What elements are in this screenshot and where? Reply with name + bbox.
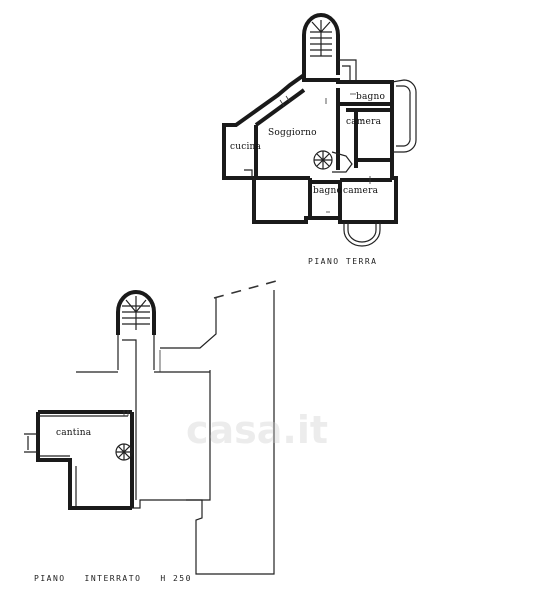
stair-tower-basement bbox=[116, 290, 156, 335]
room-label-cantina: cantina bbox=[56, 428, 92, 438]
room-label-bagno-top: bagno bbox=[356, 92, 386, 102]
caption-basement: PIANO INTERRATO H 250 bbox=[34, 574, 192, 583]
property-boundary bbox=[213, 279, 281, 299]
ground-floor-plan bbox=[222, 13, 417, 247]
room-label-camera-bottom: camera bbox=[343, 186, 379, 196]
caption-ground-floor: PIANO TERRA bbox=[308, 257, 378, 266]
ground-floor-outline bbox=[222, 73, 398, 224]
room-label-bagno-bottom: bagno bbox=[313, 186, 343, 196]
stair-tower-ground bbox=[302, 13, 340, 75]
room-label-cucina: cucina bbox=[230, 142, 262, 152]
cantina-walls bbox=[36, 410, 134, 510]
watermark-text: casa.it bbox=[186, 408, 329, 452]
room-label-camera-top: camera bbox=[346, 117, 382, 127]
basement-plan bbox=[24, 279, 281, 575]
room-label-soggiorno: Soggiorno bbox=[268, 128, 317, 138]
